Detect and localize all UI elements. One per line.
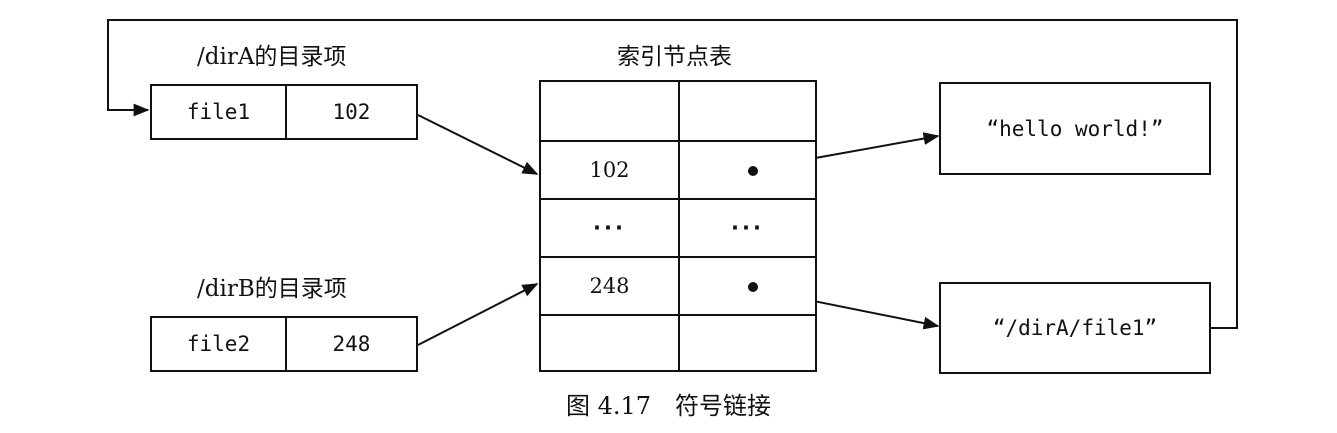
dirb-entry: file2 248	[150, 316, 418, 372]
arrow-dirb-to-inode-248	[417, 283, 539, 346]
dira-entry-inode: 102	[284, 86, 416, 138]
inode-row-number	[541, 316, 678, 372]
inode-row-pointer	[678, 142, 815, 198]
inode-row-102: 102	[541, 140, 815, 198]
dirb-entry-title: /dirB的目录项	[197, 276, 347, 302]
ellipsis-icon: ···	[678, 200, 815, 256]
inode-row-pointer	[678, 316, 815, 372]
dira-entry-title: /dirA的目录项	[197, 44, 347, 70]
inode-row-pointer	[678, 82, 815, 140]
symlink-loop-line	[107, 19, 1238, 329]
inode-row-ellipsis: ··· ···	[541, 198, 815, 256]
pointer-dot	[748, 166, 758, 176]
inode-row-number	[541, 82, 678, 140]
arrow-dira-to-inode-102	[417, 114, 539, 175]
pointer-dot	[748, 282, 758, 292]
data-block-symlink: “/dirA/file1”	[939, 282, 1211, 374]
dirb-entry-inode: 248	[284, 318, 416, 370]
inode-row-number: 102	[589, 158, 630, 182]
dirb-entry-name: file2	[186, 332, 251, 356]
dira-entry-name: file1	[186, 100, 251, 124]
data-block-file1: “hello world!”	[939, 82, 1211, 175]
inode-row-248: 248	[541, 256, 815, 314]
inode-table: 102 ··· ··· 248	[539, 80, 817, 372]
inode-table-title: 索引节点表	[617, 44, 732, 70]
inode-row-pointer	[678, 258, 815, 314]
figure-caption: 图 4.17 符号链接	[565, 392, 772, 420]
dira-entry: file1 102	[150, 84, 418, 140]
inode-row	[541, 314, 815, 372]
inode-row	[541, 82, 815, 140]
inode-row-number: 248	[589, 274, 630, 298]
ellipsis-icon: ···	[593, 216, 626, 240]
